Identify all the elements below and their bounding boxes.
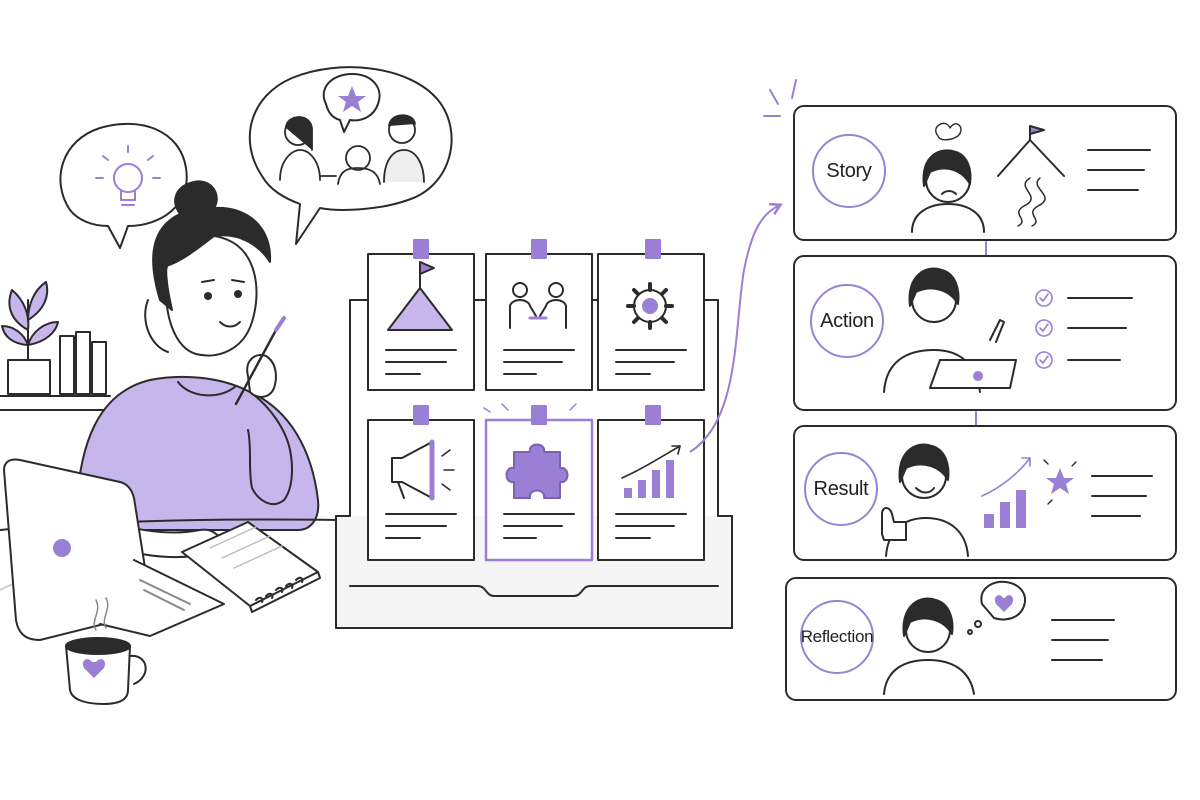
step-panel-reflection[interactable] (785, 577, 1177, 701)
coffee-mug-icon (65, 597, 147, 705)
card-puzzle[interactable] (483, 403, 594, 562)
card-growth[interactable] (597, 405, 705, 561)
notebook-icon (181, 521, 321, 613)
bar-chart-star-icon (981, 457, 1077, 528)
step-label-action: Action (810, 284, 884, 358)
books-icon (59, 331, 107, 395)
step-label-reflection: Reflection (800, 600, 874, 674)
person-laptop-icon (883, 267, 1017, 393)
step-panels (785, 105, 1177, 701)
megaphone-icon (391, 439, 455, 501)
shelf (0, 395, 111, 411)
idea-thought-bubble (59, 122, 188, 249)
meeting-speech-bubble (248, 66, 453, 245)
sparkle-lines (763, 79, 797, 117)
binder-clip-icon (645, 405, 661, 425)
mountain-path-icon (997, 125, 1065, 227)
card-mountain[interactable] (367, 239, 475, 391)
desk-scene (0, 66, 453, 705)
person-reflecting-icon (883, 597, 975, 695)
star-icon (338, 86, 366, 112)
highlight-sparkle-lines (483, 403, 577, 413)
flow-arrow-to-story (689, 202, 783, 453)
handshake-icon (509, 282, 567, 329)
meeting-people-icon (279, 114, 425, 185)
step-label-story: Story (812, 134, 886, 208)
mountain-flag-icon (387, 261, 453, 331)
binder-clip-icon (531, 405, 547, 425)
card-gear[interactable] (597, 239, 705, 391)
step-panel-action[interactable] (793, 255, 1177, 411)
step-panel-story[interactable] (793, 105, 1177, 241)
binder-clip-icon (645, 239, 661, 259)
checklist-icon (1035, 289, 1053, 369)
step-panel-result[interactable] (793, 425, 1177, 561)
person-worried-icon (911, 122, 985, 233)
person-thumbs-up-icon (881, 443, 969, 557)
laptop-icon (3, 458, 225, 641)
gear-icon (626, 282, 674, 330)
binder-clip-icon (531, 239, 547, 259)
heart-thought-icon (967, 580, 1026, 635)
step-label-result: Result (804, 452, 878, 526)
growth-chart-icon (621, 445, 681, 498)
binder-clip-icon (413, 239, 429, 259)
lightbulb-icon (95, 145, 161, 206)
card-megaphone[interactable] (367, 405, 475, 561)
puzzle-piece-icon (505, 443, 569, 499)
potted-plant-icon (1, 281, 59, 395)
binder-clip-icon (413, 405, 429, 425)
card-handshake[interactable] (485, 239, 593, 391)
card-board (335, 239, 733, 629)
